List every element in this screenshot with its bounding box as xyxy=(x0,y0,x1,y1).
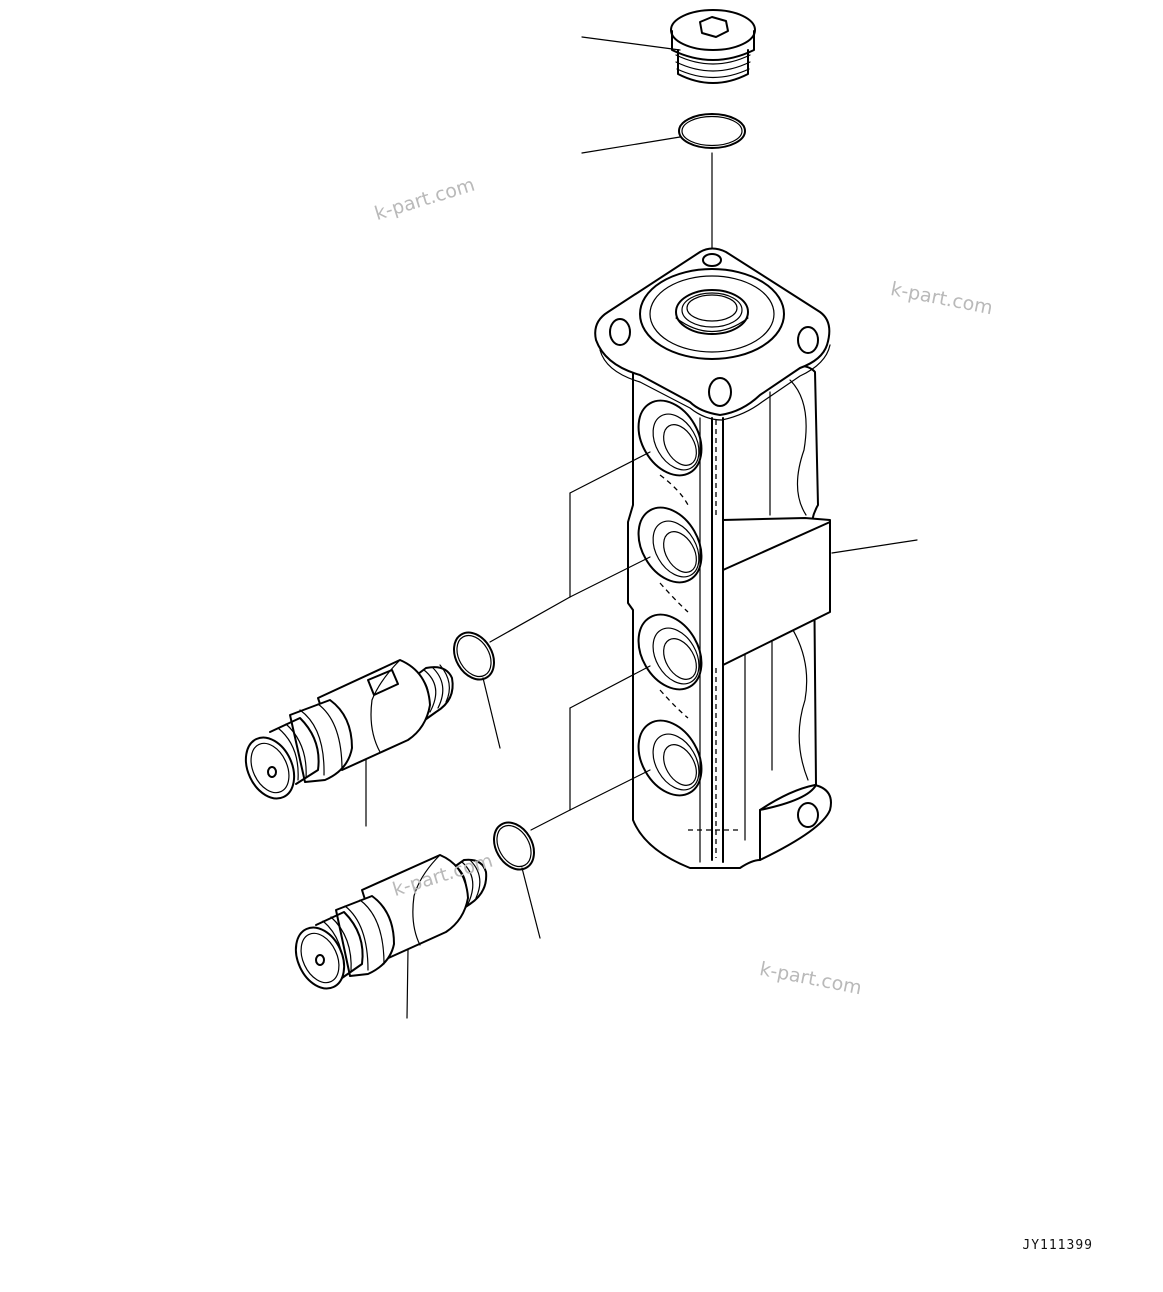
o-ring-top-icon xyxy=(678,113,746,149)
relief-valve-upper-icon xyxy=(244,659,454,800)
port-2-icon xyxy=(637,506,703,584)
port-3-icon xyxy=(637,613,703,691)
leader-lines xyxy=(365,36,918,1019)
port-1-icon xyxy=(637,399,703,477)
valve-body-icon xyxy=(594,247,832,869)
plug-icon xyxy=(670,9,756,84)
o-ring-lower-icon xyxy=(493,821,535,871)
drawing-code: JY111399 xyxy=(1022,1238,1093,1253)
port-4-icon xyxy=(637,719,703,797)
o-ring-upper-icon xyxy=(453,631,495,681)
relief-valve-lower-icon xyxy=(294,854,488,990)
